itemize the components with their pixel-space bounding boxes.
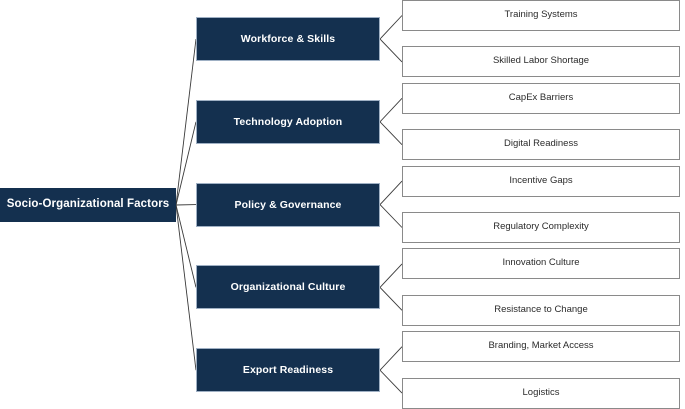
leaf-node-label: Skilled Labor Shortage — [487, 56, 595, 67]
branch-node-label: Technology Adoption — [228, 116, 349, 128]
connector-export-readiness-to-logistics — [380, 370, 402, 393]
connector-organizational-culture-to-innovation-culture — [380, 264, 402, 288]
connector-technology-adoption-to-digital-readiness — [380, 122, 402, 145]
connector-policy-governance-to-regulatory-complexity — [380, 205, 402, 228]
connector-organizational-culture-to-resistance-to-change — [380, 287, 402, 310]
leaf-node-digital-readiness[interactable]: Digital Readiness — [402, 129, 680, 160]
connector-policy-governance-to-incentive-gaps — [380, 181, 402, 205]
connector-root-to-workforce-skills — [176, 39, 196, 205]
root-node-label: Socio-Organizational Factors — [1, 198, 176, 211]
leaf-node-label: Resistance to Change — [488, 305, 593, 316]
leaf-node-branding-market-access[interactable]: Branding, Market Access — [402, 331, 680, 362]
leaf-node-training-systems[interactable]: Training Systems — [402, 0, 680, 31]
leaf-node-label: Branding, Market Access — [482, 341, 599, 352]
leaf-node-label: Logistics — [517, 388, 566, 399]
connector-technology-adoption-to-capex-barriers — [380, 98, 402, 122]
connector-workforce-skills-to-skilled-labor-shortage — [380, 39, 402, 62]
leaf-node-capex-barriers[interactable]: CapEx Barriers — [402, 83, 680, 114]
leaf-node-resistance-to-change[interactable]: Resistance to Change — [402, 295, 680, 326]
leaf-node-label: Training Systems — [498, 10, 583, 21]
branch-node-label: Organizational Culture — [225, 281, 352, 293]
leaf-node-skilled-labor-shortage[interactable]: Skilled Labor Shortage — [402, 46, 680, 77]
branch-node-label: Policy & Governance — [229, 199, 348, 211]
connector-root-to-export-readiness — [176, 205, 196, 370]
leaf-node-incentive-gaps[interactable]: Incentive Gaps — [402, 166, 680, 197]
branch-node-label: Export Readiness — [237, 364, 339, 376]
branch-node-label: Workforce & Skills — [235, 33, 341, 45]
branch-node-workforce-skills[interactable]: Workforce & Skills — [196, 17, 380, 61]
leaf-node-label: Digital Readiness — [498, 139, 584, 150]
branch-node-organizational-culture[interactable]: Organizational Culture — [196, 265, 380, 309]
leaf-node-label: Innovation Culture — [496, 258, 585, 269]
connector-workforce-skills-to-training-systems — [380, 16, 402, 40]
leaf-node-label: Regulatory Complexity — [487, 222, 595, 233]
leaf-node-regulatory-complexity[interactable]: Regulatory Complexity — [402, 212, 680, 243]
root-node-socio-organizational-factors[interactable]: Socio-Organizational Factors — [0, 188, 176, 222]
leaf-node-logistics[interactable]: Logistics — [402, 378, 680, 409]
leaf-node-label: CapEx Barriers — [503, 93, 579, 104]
branch-node-export-readiness[interactable]: Export Readiness — [196, 348, 380, 392]
connector-root-to-technology-adoption — [176, 122, 196, 205]
connector-export-readiness-to-branding-market-access — [380, 347, 402, 371]
connector-root-to-organizational-culture — [176, 205, 196, 287]
leaf-node-label: Incentive Gaps — [503, 176, 578, 187]
branch-node-technology-adoption[interactable]: Technology Adoption — [196, 100, 380, 144]
leaf-node-innovation-culture[interactable]: Innovation Culture — [402, 248, 680, 279]
branch-node-policy-governance[interactable]: Policy & Governance — [196, 183, 380, 227]
